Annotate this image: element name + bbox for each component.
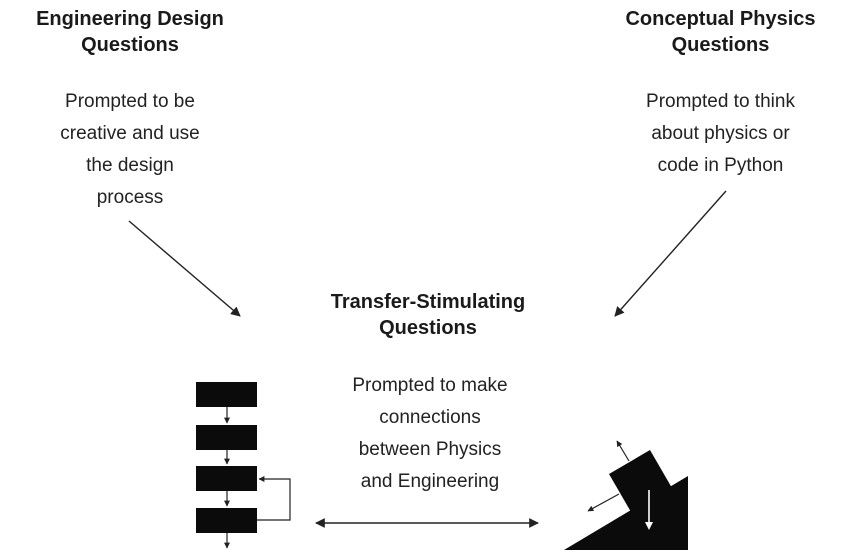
flowchart-icon (196, 382, 291, 549)
physics-body-line: Prompted to think (646, 91, 795, 112)
transfer-body-line: and Engineering (360, 471, 500, 492)
engineering-title-line-1: Engineering Design (36, 8, 224, 30)
transfer-body-line: connections (379, 407, 481, 428)
engineering-title-line-2: Questions (81, 34, 179, 56)
physics-body-line: code in Python (657, 155, 784, 176)
conceptual-physics-description: Prompted to think about physics or code … (598, 86, 843, 182)
transfer-body-line: Prompted to make (352, 375, 508, 396)
engineering-design-block: Engineering Design Questions Prompted to… (0, 6, 260, 214)
engineering-design-title: Engineering Design Questions (0, 6, 260, 58)
engineering-to-transfer-arrow (128, 220, 241, 317)
physics-body-line: about physics or (651, 123, 790, 144)
conceptual-physics-title: Conceptual Physics Questions (598, 6, 843, 58)
inclined-plane-icon (564, 440, 688, 550)
engineering-body-line: Prompted to be (65, 91, 195, 112)
transfer-stimulating-description: Prompted to make connections between Phy… (300, 370, 560, 498)
conceptual-physics-block: Conceptual Physics Questions Prompted to… (598, 6, 843, 182)
engineering-design-description: Prompted to be creative and use the desi… (0, 86, 260, 214)
transfer-body-line: between Physics (358, 439, 502, 460)
physics-title-line-2: Questions (671, 34, 770, 56)
engineering-body-line: process (96, 187, 164, 208)
transfer-title-line-2: Questions (379, 317, 477, 339)
engineering-body-line: the design (86, 155, 174, 176)
engineering-body-line: creative and use (60, 123, 200, 144)
physics-title-line-1: Conceptual Physics (625, 8, 816, 30)
transfer-stimulating-title: Transfer-Stimulating Questions (288, 289, 568, 341)
physics-to-transfer-arrow (614, 190, 727, 317)
transfer-title-line-1: Transfer-Stimulating (330, 291, 526, 313)
